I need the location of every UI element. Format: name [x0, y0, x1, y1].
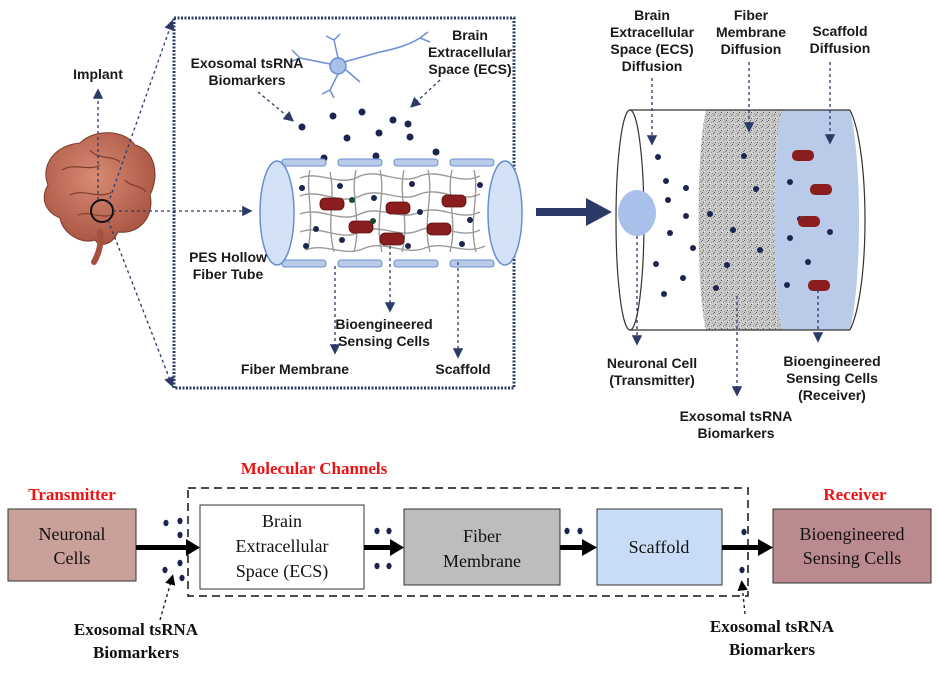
- box-scaffold: [596, 508, 723, 586]
- box-fiber-line1: Fiber: [463, 526, 501, 546]
- receiver-label: Bioengineered Sensing Cells (Receiver): [783, 353, 880, 403]
- svg-text:Diffusion: Diffusion: [721, 41, 782, 57]
- svg-text:Biomarkers: Biomarkers: [697, 425, 774, 441]
- svg-text:Fiber: Fiber: [734, 7, 769, 23]
- svg-text:(Transmitter): (Transmitter): [609, 372, 695, 388]
- svg-text:Neuronal Cell: Neuronal Cell: [607, 355, 697, 371]
- zoom-arrow-bottom: [107, 219, 175, 388]
- box-ecs-line3: Space (ECS): [236, 561, 328, 582]
- flow-arrows: [136, 539, 773, 556]
- exosomal-label-bottom-right: Exosomal tsRNA Biomarkers: [710, 617, 835, 659]
- svg-text:Exosomal tsRNA: Exosomal tsRNA: [710, 617, 835, 636]
- svg-text:Exosomal tsRNA: Exosomal tsRNA: [680, 408, 793, 424]
- svg-text:Fiber Tube: Fiber Tube: [193, 266, 264, 282]
- neuron-icon: [289, 31, 431, 99]
- svg-text:Diffusion: Diffusion: [622, 58, 683, 74]
- svg-text:Space (ECS): Space (ECS): [610, 41, 693, 57]
- transmitter-title: Transmitter: [28, 485, 116, 504]
- box-receiver-line1: Bioengineered: [800, 524, 905, 544]
- svg-text:Exosomal tsRNA: Exosomal tsRNA: [191, 55, 304, 71]
- biomarker-dots-bottom: [162, 517, 747, 582]
- scaffold-diffusion-label: Scaffold Diffusion: [810, 23, 871, 56]
- svg-text:Brain: Brain: [634, 7, 670, 23]
- svg-text:Space (ECS): Space (ECS): [428, 61, 511, 77]
- svg-text:Membrane: Membrane: [716, 24, 786, 40]
- neuronal-cell-shape: [618, 190, 656, 236]
- svg-text:Diffusion: Diffusion: [810, 40, 871, 56]
- box-scaffold-text: Scaffold: [629, 537, 690, 557]
- box-receiver: [772, 508, 932, 584]
- svg-text:Brain: Brain: [452, 27, 488, 43]
- ecs-arrow-top: [410, 79, 441, 108]
- svg-text:Bioengineered: Bioengineered: [783, 353, 880, 369]
- fiber-membrane-label: Fiber Membrane: [241, 361, 349, 377]
- pes-hollow-fiber-tube: [259, 158, 523, 268]
- brain-illustration: [43, 132, 156, 265]
- svg-text:Sensing Cells: Sensing Cells: [786, 370, 878, 386]
- pes-label: PES Hollow Fiber Tube: [189, 249, 267, 282]
- diffusion-cylinder: [615, 109, 866, 331]
- bio-cells-label: Bioengineered Sensing Cells: [335, 316, 432, 349]
- box-neuronal-cells: [7, 508, 137, 582]
- svg-text:Biomarkers: Biomarkers: [93, 643, 179, 662]
- svg-text:Bioengineered: Bioengineered: [335, 316, 432, 332]
- svg-text:Scaffold: Scaffold: [812, 23, 867, 39]
- box-neuronal-line2: Cells: [53, 548, 90, 568]
- panel-arrow: [536, 198, 612, 226]
- box-ecs-line1: Brain: [262, 511, 302, 531]
- neuronal-cell-label: Neuronal Cell (Transmitter): [607, 355, 697, 388]
- svg-text:Sensing Cells: Sensing Cells: [338, 333, 430, 349]
- box-receiver-line2: Sensing Cells: [803, 548, 902, 568]
- zoom-arrow-top: [107, 19, 175, 205]
- fiber-diffusion-label: Fiber Membrane Diffusion: [716, 7, 786, 57]
- svg-text:Biomarkers: Biomarkers: [208, 72, 285, 88]
- exosomal-label-right: Exosomal tsRNA Biomarkers: [680, 408, 793, 441]
- exosomal-label-top: Exosomal tsRNA Biomarkers: [191, 55, 304, 88]
- svg-text:Extracellular: Extracellular: [428, 44, 513, 60]
- box-fiber-line2: Membrane: [443, 551, 521, 571]
- exosomal-arrow-top: [257, 91, 295, 122]
- exosomal-right-bottom-arrow: [737, 580, 748, 615]
- exosomal-left-arrow: [159, 574, 176, 621]
- exosomal-label-bottom-left: Exosomal tsRNA Biomarkers: [74, 620, 199, 662]
- box-ecs: [199, 504, 365, 590]
- brain-ecs-label: Brain Extracellular Space (ECS): [428, 27, 513, 77]
- scaffold-label: Scaffold: [435, 361, 490, 377]
- box-fiber-membrane: [403, 508, 561, 586]
- implant-label: Implant: [73, 66, 123, 82]
- ecs-diffusion-label: Brain Extracellular Space (ECS) Diffusio…: [610, 7, 695, 74]
- receiver-title: Receiver: [823, 485, 887, 504]
- svg-text:Biomarkers: Biomarkers: [729, 640, 815, 659]
- box-neuronal-line1: Neuronal: [39, 524, 106, 544]
- svg-text:Exosomal tsRNA: Exosomal tsRNA: [74, 620, 199, 639]
- molecular-channels-title: Molecular Channels: [241, 459, 388, 478]
- box-ecs-line2: Extracellular: [236, 536, 329, 556]
- svg-text:(Receiver): (Receiver): [798, 387, 866, 403]
- svg-text:Extracellular: Extracellular: [610, 24, 695, 40]
- svg-text:PES Hollow: PES Hollow: [189, 249, 267, 265]
